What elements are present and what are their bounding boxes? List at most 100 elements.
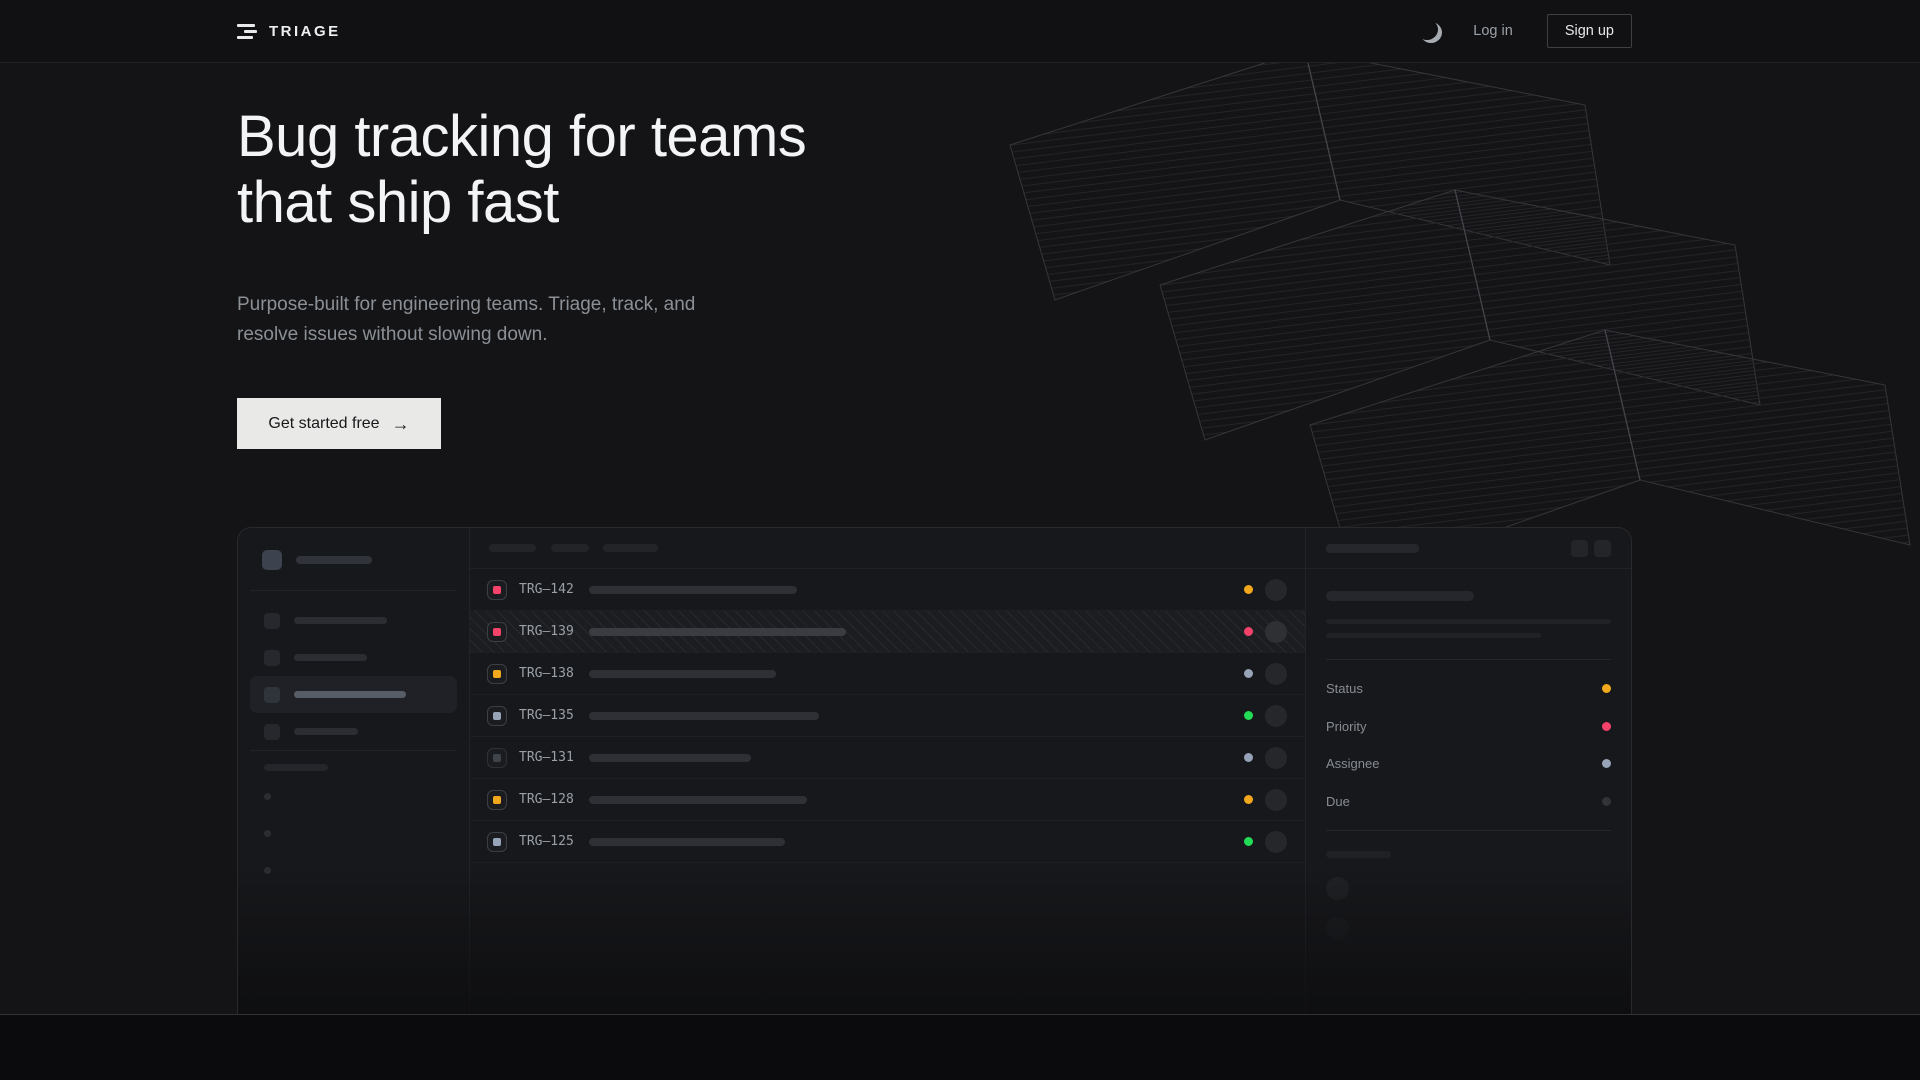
sidebar-dot (264, 867, 271, 874)
issue-type-icon (487, 747, 507, 768)
status-dot (1244, 711, 1253, 720)
assignee-avatar (1265, 746, 1287, 769)
issue-title-skeleton (589, 753, 751, 762)
top-navbar: TRIAGE Log in Sign up (0, 0, 1920, 63)
property-label: Priority (1326, 718, 1367, 734)
sidebar-item (250, 602, 457, 639)
filter-tab-skeleton (489, 544, 536, 552)
cta-label: Get started free (268, 414, 380, 432)
description-skeleton (1326, 633, 1541, 638)
filter-tab-skeleton (551, 544, 589, 552)
issue-title-skeleton (589, 795, 807, 804)
property-label: Assignee (1326, 756, 1380, 772)
issue-id: TRG–138 (519, 666, 574, 681)
issue-id: TRG–139 (519, 624, 574, 639)
status-dot (1244, 627, 1253, 636)
comment-avatar (1326, 917, 1349, 940)
property-row: Due (1326, 783, 1611, 821)
status-dot (1244, 753, 1253, 762)
login-link[interactable]: Log in (1473, 23, 1513, 39)
issue-title-skeleton (589, 585, 797, 594)
issue-row: TRG–142 (470, 569, 1305, 611)
sidebar-item (250, 713, 457, 750)
filter-tab-skeleton (603, 544, 658, 552)
sidebar-section-skeleton (264, 764, 328, 771)
detail-header (1306, 528, 1631, 569)
status-dot (1244, 795, 1253, 804)
status-dot (1244, 585, 1253, 594)
brand-name: TRIAGE (269, 22, 341, 40)
issue-row: TRG–139 (470, 611, 1305, 653)
assignee-avatar (1265, 620, 1287, 643)
activity-label-skeleton (1326, 851, 1391, 858)
signup-button[interactable]: Sign up (1546, 14, 1632, 48)
panel-button (1594, 540, 1611, 557)
moon-icon[interactable] (1419, 21, 1439, 41)
sidebar-item (250, 639, 457, 676)
issue-id: TRG–131 (519, 750, 574, 765)
workspace-avatar (262, 550, 282, 570)
status-dot (1244, 837, 1253, 846)
get-started-button[interactable]: Get started free → (237, 398, 441, 449)
sidebar-item-active (250, 676, 457, 713)
arrow-right-icon: → (391, 413, 410, 434)
hero-subtitle: Purpose-built for engineering teams. Tri… (237, 294, 696, 345)
workspace-switcher-skeleton (262, 550, 372, 570)
comment-avatar (1326, 877, 1349, 900)
issue-title-skeleton (589, 669, 776, 678)
property-row: Assignee (1326, 745, 1611, 783)
issue-title-skeleton (589, 837, 785, 846)
triage-bars-icon (237, 23, 257, 39)
property-value-dot (1602, 796, 1611, 806)
issue-id: TRG–142 (519, 582, 574, 597)
status-dot (1244, 669, 1253, 678)
brand-logo[interactable]: TRIAGE (237, 23, 341, 40)
issue-id: TRG–128 (519, 792, 574, 807)
footer (0, 1014, 1920, 1080)
issue-type-icon (487, 579, 507, 600)
issue-type-icon (487, 705, 507, 726)
assignee-avatar (1265, 662, 1287, 685)
issue-type-icon (487, 831, 507, 852)
panel-button (1571, 540, 1588, 557)
wireframe-decoration (1009, 49, 1911, 581)
issue-list-header (470, 528, 1305, 569)
issue-type-icon (487, 789, 507, 810)
issue-row: TRG–138 (470, 653, 1305, 695)
issue-type-icon (487, 621, 507, 642)
mockup-sidebar (238, 528, 470, 1014)
assignee-avatar (1265, 830, 1287, 853)
sidebar-dot (264, 793, 271, 800)
property-label: Due (1326, 793, 1350, 809)
sidebar-dot (264, 830, 271, 837)
issue-type-icon (487, 663, 507, 684)
issue-id: TRG–125 (519, 834, 574, 849)
assignee-avatar (1265, 788, 1287, 811)
property-value-dot (1602, 684, 1611, 694)
property-row: Status (1326, 670, 1611, 708)
issue-row: TRG–125 (470, 821, 1305, 863)
sidebar-nav-skeleton (250, 602, 457, 750)
assignee-avatar (1265, 704, 1287, 727)
assignee-avatar (1265, 578, 1287, 601)
detail-header-buttons (1571, 540, 1611, 557)
issue-title-skeleton (589, 711, 819, 720)
nav-actions: Log in Sign up (1419, 14, 1632, 48)
property-value-dot (1602, 721, 1611, 731)
issue-id: TRG–135 (519, 708, 574, 723)
hero-title-line2: that ship fast (237, 170, 559, 235)
issue-title-skeleton (589, 627, 846, 636)
issue-row: TRG–135 (470, 695, 1305, 737)
description-skeleton (1326, 619, 1611, 624)
property-value-dot (1602, 759, 1611, 769)
property-row: Priority (1326, 708, 1611, 746)
issue-title-skeleton (1326, 591, 1474, 601)
property-label: Status (1326, 681, 1363, 697)
